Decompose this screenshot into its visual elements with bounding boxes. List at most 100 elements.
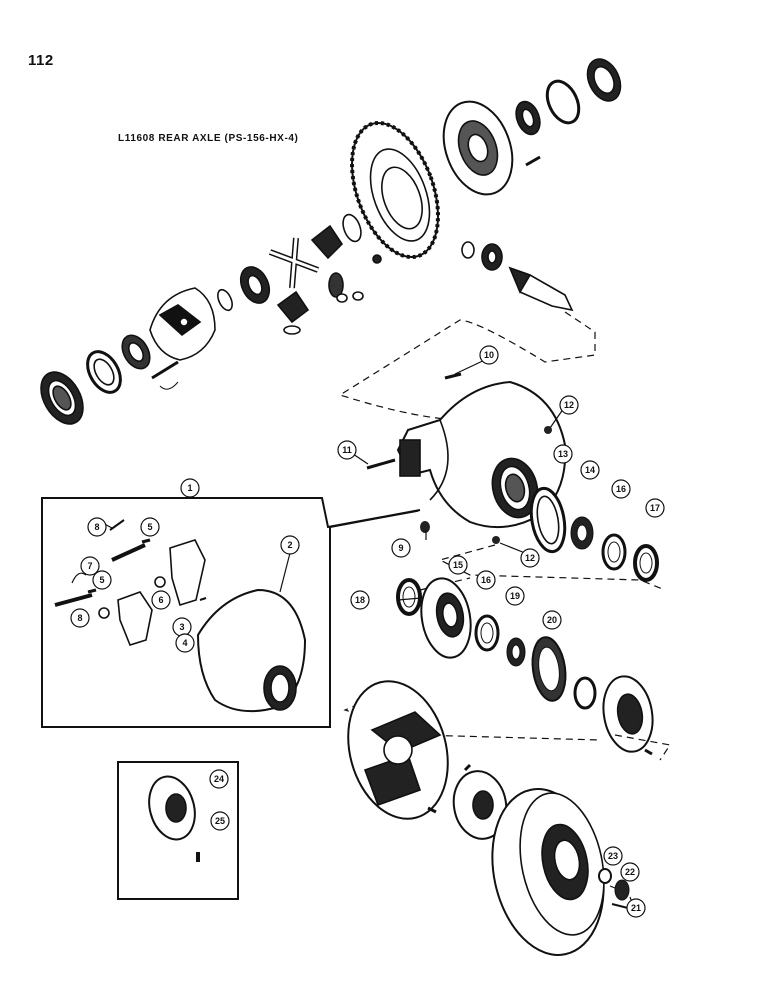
bearing-cap-upper xyxy=(169,539,206,607)
svg-text:15: 15 xyxy=(453,560,463,570)
differential-group xyxy=(40,58,622,425)
svg-text:21: 21 xyxy=(631,903,641,913)
callout-1: 1 xyxy=(180,478,200,498)
side-gear-right xyxy=(328,272,344,298)
callout-4: 4 xyxy=(175,633,195,653)
diagram-title: L11608 REAR AXLE (PS-156-HX-4) xyxy=(118,133,299,144)
svg-text:3: 3 xyxy=(179,622,184,632)
brake-backing-plate xyxy=(347,680,449,820)
small-washer-a xyxy=(336,293,348,303)
svg-text:18: 18 xyxy=(355,595,365,605)
callout-8a: 8 xyxy=(87,517,107,537)
washer-23 xyxy=(598,868,612,884)
callout-25: 25 xyxy=(210,811,230,831)
bearing-cone-left xyxy=(121,334,151,370)
inset-cover-detail xyxy=(117,761,239,900)
svg-text:9: 9 xyxy=(398,543,403,553)
callout-5a: 5 xyxy=(140,517,160,537)
callout-23: 23 xyxy=(603,846,623,866)
drive-pinion xyxy=(508,266,574,312)
wheel-hub-15 xyxy=(420,577,472,659)
callout-20: 20 xyxy=(542,610,562,630)
svg-text:12: 12 xyxy=(525,553,535,563)
case-bolt-right xyxy=(525,155,541,167)
thrust-washer xyxy=(217,288,233,312)
cap-bolt-8a xyxy=(109,519,125,531)
bearing-cone-right xyxy=(515,100,541,136)
case-bolt xyxy=(151,360,179,380)
page-number: 112 xyxy=(28,52,54,69)
small-nut xyxy=(372,254,382,264)
callout-16b: 16 xyxy=(476,570,496,590)
callout-9: 9 xyxy=(391,538,411,558)
lock-wire xyxy=(159,381,179,390)
lock-pin-5a xyxy=(141,538,151,544)
axle-housing xyxy=(396,380,567,529)
dowel-4 xyxy=(199,597,207,601)
pinion-gear-upper xyxy=(310,224,344,260)
bearing-cone-19 xyxy=(506,637,526,667)
oil-seal-18 xyxy=(396,578,422,616)
svg-text:16: 16 xyxy=(481,575,491,585)
callout-15: 15 xyxy=(448,555,468,575)
bearing-cup-right xyxy=(545,79,581,125)
spacer-ring xyxy=(573,676,597,710)
backing-plate-bolt xyxy=(463,763,472,772)
differential-bearing-right xyxy=(586,58,622,102)
side-gear xyxy=(239,266,271,304)
brake-drum-hub xyxy=(452,770,508,840)
svg-text:24: 24 xyxy=(214,774,224,784)
stud-10 xyxy=(444,372,462,380)
svg-text:20: 20 xyxy=(547,615,557,625)
callout-16a: 16 xyxy=(611,479,631,499)
svg-text:25: 25 xyxy=(215,816,225,826)
differential-spider xyxy=(268,237,320,289)
lock-pin-5b xyxy=(87,588,97,594)
svg-text:16: 16 xyxy=(616,484,626,494)
connector-pinion-housing xyxy=(338,311,596,421)
cap-bolt-lower xyxy=(54,593,93,607)
pinion-bearing xyxy=(481,243,503,271)
bearing-cone-14 xyxy=(570,516,594,550)
castle-nut-22 xyxy=(614,879,630,901)
washer-6a xyxy=(154,576,166,588)
callout-6a: 6 xyxy=(151,590,171,610)
bearing-cup-left xyxy=(86,350,122,394)
callout-7: 7 xyxy=(80,556,100,576)
brake-disc-20 xyxy=(531,636,567,702)
differential-case-right xyxy=(442,100,514,196)
nut-12-lower xyxy=(492,536,500,544)
svg-text:6: 6 xyxy=(158,595,163,605)
svg-text:13: 13 xyxy=(558,449,568,459)
wheel-drum xyxy=(491,788,605,956)
callout-10: 10 xyxy=(479,345,499,365)
svg-text:19: 19 xyxy=(510,591,520,601)
ring-gear xyxy=(350,120,440,260)
callout-12b: 12 xyxy=(520,548,540,568)
svg-text:5: 5 xyxy=(99,575,104,585)
svg-text:7: 7 xyxy=(87,561,92,571)
callout-18: 18 xyxy=(350,590,370,610)
svg-text:10: 10 xyxy=(484,350,494,360)
svg-text:5: 5 xyxy=(147,522,152,532)
callout-12a: 12 xyxy=(559,395,579,415)
svg-text:4: 4 xyxy=(182,638,187,648)
callouts: 1 2 3 4 5 5 6 6 7 8 8 9 10 11 12 12 13 1… xyxy=(70,345,665,918)
oil-seal-17 xyxy=(633,544,659,582)
bearing-cup-16 xyxy=(601,533,627,571)
callout-21: 21 xyxy=(626,898,646,918)
callout-19: 19 xyxy=(505,586,525,606)
svg-text:1: 1 xyxy=(187,483,192,493)
washer-6b xyxy=(98,607,110,619)
callout-2: 2 xyxy=(280,535,300,555)
small-washer-b xyxy=(352,291,364,301)
svg-text:8: 8 xyxy=(94,522,99,532)
thrust-washer-upper xyxy=(342,213,362,243)
cap-bolt-upper xyxy=(111,543,146,562)
callout-13: 13 xyxy=(553,444,573,464)
wire-7 xyxy=(71,572,87,584)
callout-22: 22 xyxy=(620,862,640,882)
differential-case-half xyxy=(149,287,216,361)
callout-5b: 5 xyxy=(92,570,112,590)
bearing-cup-16b xyxy=(474,614,500,652)
